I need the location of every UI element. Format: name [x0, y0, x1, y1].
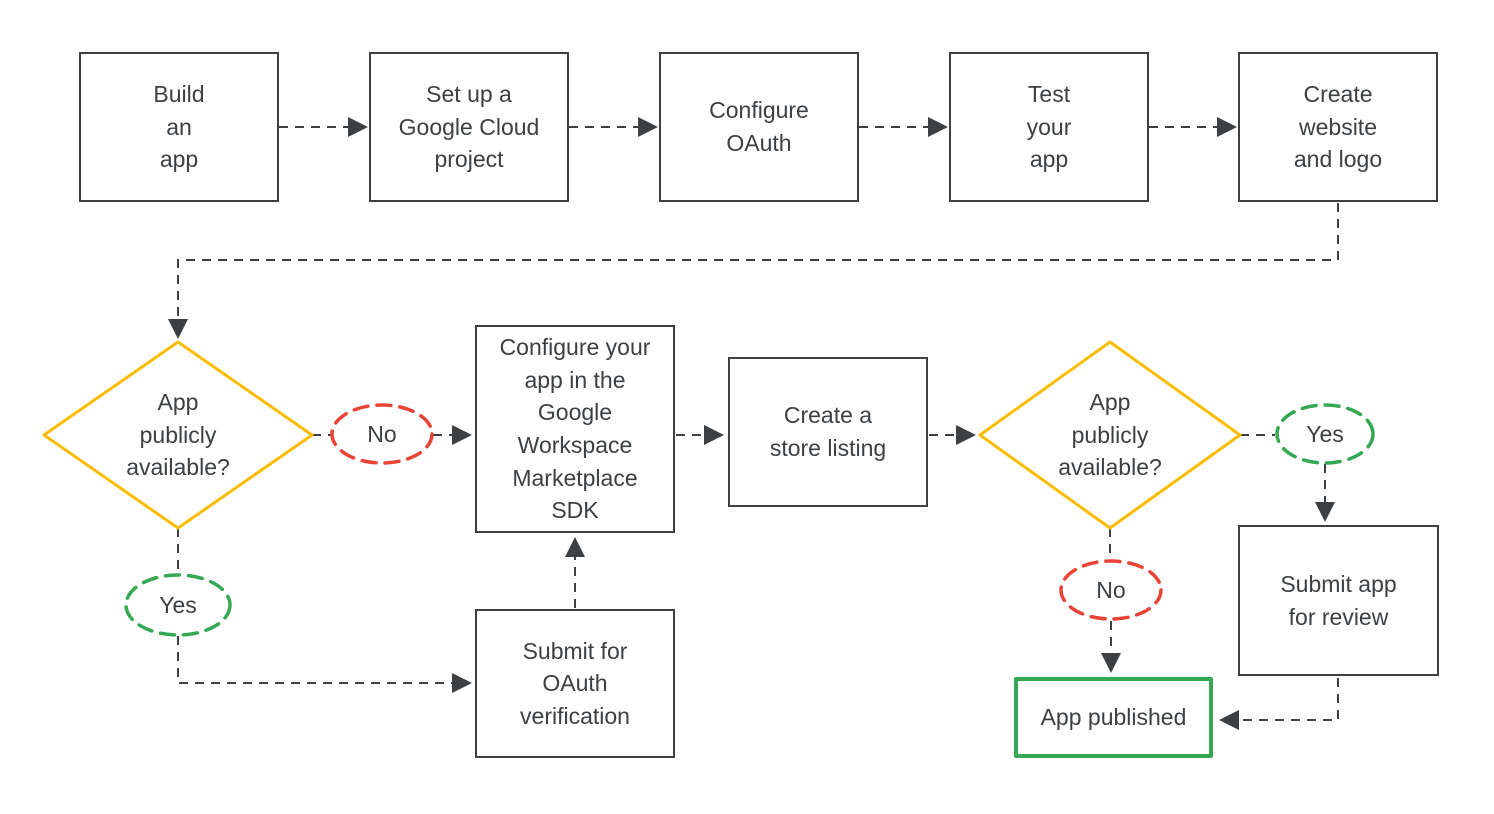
- yes1-label: Yes: [159, 591, 197, 618]
- no1-label: No: [367, 420, 397, 447]
- node-configure-oauth-label: Configure OAuth: [709, 97, 809, 156]
- node-submit-review: Submit app for review: [1238, 525, 1439, 676]
- node-build-app-label: Build an app: [153, 81, 205, 173]
- connector-website-to-decision1: [168, 203, 1339, 339]
- node-store-listing: Create a store listing: [728, 357, 928, 507]
- decision1-label: App publicly available?: [126, 389, 230, 481]
- node-submit-review-label: Submit app for review: [1280, 570, 1397, 630]
- node-setup-project: Set up a Google Cloud project: [369, 52, 569, 202]
- node-create-website: Create website and logo: [1238, 52, 1438, 202]
- node-app-published: App published: [1014, 677, 1213, 758]
- node-test-app: Test your app: [949, 52, 1149, 202]
- no2-oval-shape: [1059, 559, 1163, 621]
- yes2-oval-shape: [1275, 403, 1375, 465]
- node-submit-oauth-label: Submit for OAuth verification: [520, 637, 630, 729]
- node-create-website-label: Create website and logo: [1293, 81, 1383, 173]
- connector-yes1-to-submit-oauth: [177, 636, 472, 693]
- decision2-label: App publicly available?: [1058, 389, 1162, 481]
- node-configure-sdk-label: Configure your app in the Google Workspa…: [499, 334, 651, 524]
- yes2-label: Yes: [1306, 420, 1344, 447]
- decision2-diamond-shape: [978, 340, 1242, 530]
- decision1-diamond-shape: [42, 340, 314, 530]
- node-build-app: Build an app: [79, 52, 279, 202]
- node-configure-sdk: Configure your app in the Google Workspa…: [475, 325, 675, 533]
- node-app-published-label: App published: [1040, 704, 1187, 731]
- node-store-listing-label: Create a store listing: [769, 402, 887, 461]
- node-submit-oauth: Submit for OAuth verification: [475, 609, 675, 758]
- no2-label: No: [1096, 576, 1126, 603]
- connector-submit-review-to-published: [1219, 678, 1339, 730]
- node-configure-oauth: Configure OAuth: [659, 52, 859, 202]
- no1-oval-shape: [330, 403, 434, 465]
- node-test-app-label: Test your app: [1026, 81, 1072, 173]
- yes1-oval-shape: [124, 573, 232, 637]
- node-setup-project-label: Set up a Google Cloud project: [398, 81, 540, 173]
